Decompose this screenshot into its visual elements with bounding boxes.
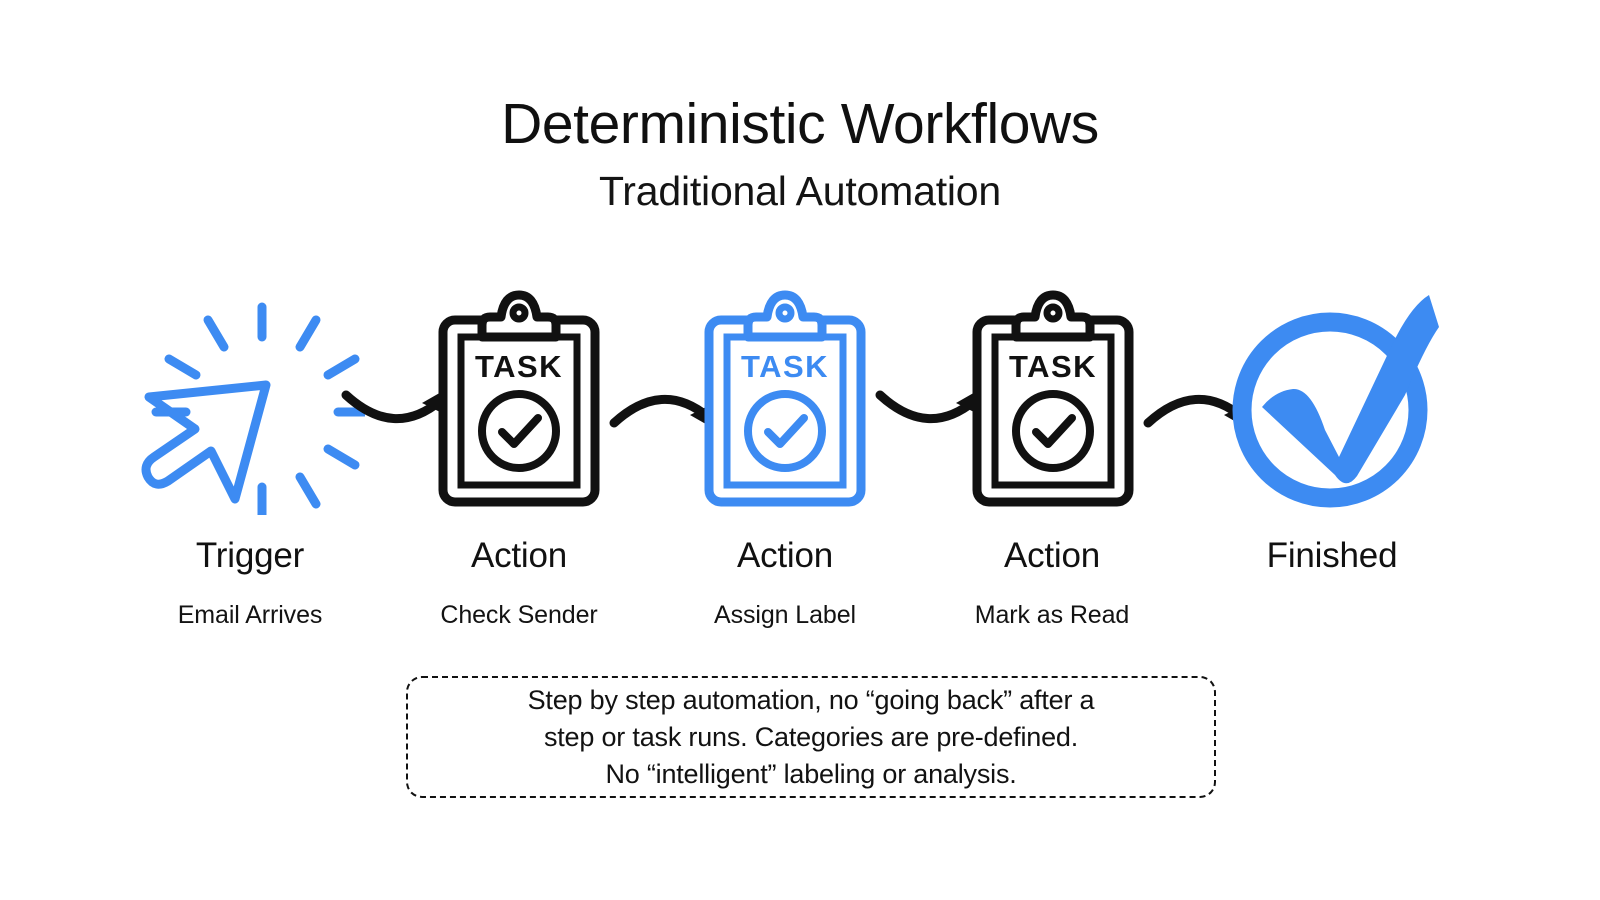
flow-label-trigger: Trigger xyxy=(195,536,305,575)
flow-node-finished[interactable] xyxy=(1215,285,1445,525)
svg-text:TASK: TASK xyxy=(475,349,563,384)
label-group-action-1: Action Check Sender xyxy=(389,536,649,630)
page-subtitle: Traditional Automation xyxy=(598,167,1002,214)
flow-label-action-2: Action xyxy=(736,536,834,575)
flow-sublabel-action-2: Assign Label xyxy=(714,601,856,630)
clipboard-task-icon: TASK xyxy=(938,285,1168,515)
header: Deterministic Workflows Traditional Auto… xyxy=(0,92,1600,214)
flow-sublabel-action-3: Mark as Read xyxy=(974,601,1130,630)
label-group-finished: Finished xyxy=(1202,536,1462,600)
svg-text:TASK: TASK xyxy=(741,349,829,384)
flow-node-action-3[interactable]: TASK xyxy=(938,285,1168,525)
flow-node-trigger[interactable] xyxy=(135,285,365,525)
check-circle-icon xyxy=(1215,285,1445,515)
caption-line-1: Step by step automation, no “going back”… xyxy=(527,684,1095,715)
workflow-diagram: TASK TASK xyxy=(0,285,1600,525)
flow-label-action-1: Action xyxy=(470,536,568,575)
page-title: Deterministic Workflows xyxy=(501,92,1099,156)
flow-sublabel-action-1: Check Sender xyxy=(440,601,598,630)
caption-box: Step by step automation, no “going back”… xyxy=(406,676,1216,798)
label-group-action-3: Action Mark as Read xyxy=(922,536,1182,630)
caption-text: Step by step automation, no “going back”… xyxy=(498,682,1125,793)
clipboard-task-icon: TASK xyxy=(404,285,634,515)
click-cursor-burst-icon xyxy=(135,285,365,515)
label-group-trigger: Trigger Email Arrives xyxy=(120,536,380,630)
flow-labels: Trigger Email Arrives Action Check Sende… xyxy=(0,536,1600,656)
flow-label-action-3: Action xyxy=(1003,536,1101,575)
caption-line-2: step or task runs. Categories are pre-de… xyxy=(543,721,1079,752)
flow-sublabel-trigger: Email Arrives xyxy=(177,601,323,630)
label-group-action-2: Action Assign Label xyxy=(655,536,915,630)
clipboard-task-icon: TASK xyxy=(670,285,900,515)
caption-line-3: No “intelligent” labeling or analysis. xyxy=(605,758,1017,789)
svg-text:TASK: TASK xyxy=(1009,349,1097,384)
flow-node-action-1[interactable]: TASK xyxy=(404,285,634,525)
flow-label-finished: Finished xyxy=(1266,536,1398,575)
flow-node-action-2[interactable]: TASK xyxy=(670,285,900,525)
